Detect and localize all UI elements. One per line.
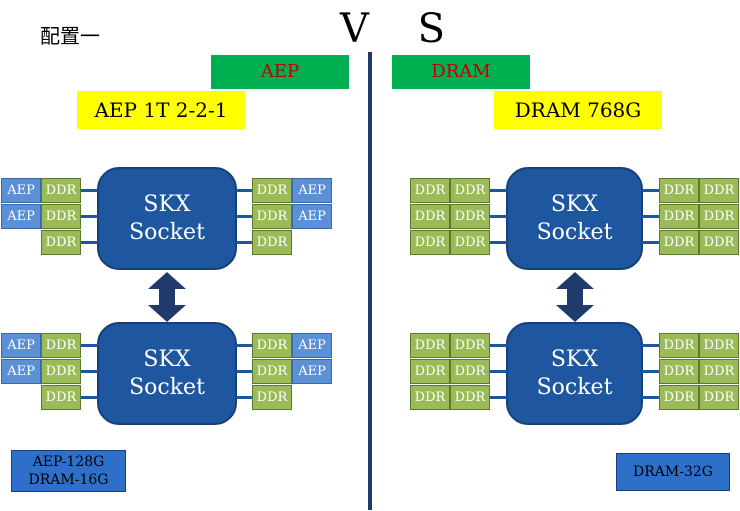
skx-socket: SKX Socket [506,167,643,270]
aep-module: AEP [1,178,41,203]
ddr-module: DDR [450,204,490,229]
ddr-module: DDR [41,385,81,410]
aep-capacity-note: AEP-128G DRAM-16G [11,450,126,492]
ddr-module: DDR [699,230,739,255]
memory-channel-line [81,370,98,373]
aep-module: AEP [292,204,332,229]
ddr-module: DDR [252,178,292,203]
aep-module: AEP [292,333,332,358]
memory-channel-line [490,370,507,373]
socket-line2: Socket [536,219,613,245]
memory-channel-line [81,215,98,218]
note-line: DRAM-32G [633,464,713,480]
dram-tag: DRAM [392,55,530,89]
memory-channel-line [236,241,252,244]
memory-channel-line [81,344,98,347]
ddr-module: DDR [410,178,450,203]
center-divider [368,52,372,510]
memory-channel-line [642,189,659,192]
ddr-module: DDR [450,333,490,358]
ddr-module: DDR [41,178,81,203]
socket-line1: SKX [143,346,191,372]
ddr-module: DDR [659,230,699,255]
ddr-module: DDR [450,178,490,203]
ddr-module: DDR [410,204,450,229]
aep-tag: AEP [211,55,349,89]
ddr-module: DDR [252,359,292,384]
socket-line1: SKX [550,191,599,217]
ddr-module: DDR [450,359,490,384]
ddr-module: DDR [699,333,739,358]
ddr-module: DDR [659,359,699,384]
ddr-module: DDR [41,359,81,384]
socket-line2: Socket [129,374,205,400]
memory-channel-line [642,215,659,218]
ddr-module: DDR [699,359,739,384]
socket-line2: Socket [129,219,205,245]
memory-channel-line [490,241,507,244]
config-label: 配置一 [40,24,100,48]
memory-channel-line [642,396,659,399]
ddr-module: DDR [410,230,450,255]
skx-socket: SKX Socket [97,167,237,270]
memory-channel-line [642,344,659,347]
ddr-module: DDR [410,359,450,384]
memory-channel-line [236,344,252,347]
memory-channel-line [236,189,252,192]
ddr-module: DDR [659,333,699,358]
ddr-module: DDR [410,385,450,410]
socket-line1: SKX [143,191,191,217]
ddr-module: DDR [252,204,292,229]
aep-module: AEP [1,204,41,229]
memory-channel-line [642,370,659,373]
ddr-module: DDR [659,204,699,229]
upi-link-arrow [148,272,186,322]
ddr-module: DDR [659,385,699,410]
ddr-module: DDR [659,178,699,203]
vs-label: V S [340,6,464,52]
memory-channel-line [490,215,507,218]
memory-channel-line [490,396,507,399]
memory-channel-line [642,241,659,244]
skx-socket: SKX Socket [506,322,643,425]
note-line: AEP-128G [32,454,105,470]
ddr-module: DDR [41,204,81,229]
aep-module: AEP [292,178,332,203]
memory-channel-line [490,344,507,347]
ddr-module: DDR [450,385,490,410]
memory-channel-line [81,241,98,244]
aep-module: AEP [1,359,41,384]
memory-channel-line [236,215,252,218]
memory-channel-line [81,189,98,192]
dram-config-title: DRAM 768G [494,91,662,129]
upi-link-arrow [556,272,594,322]
ddr-module: DDR [699,204,739,229]
note-line: DRAM-16G [28,472,109,488]
aep-module: AEP [1,333,41,358]
skx-socket: SKX Socket [97,322,237,425]
memory-channel-line [490,189,507,192]
socket-line2: Socket [536,374,613,400]
ddr-module: DDR [41,333,81,358]
memory-channel-line [236,370,252,373]
ddr-module: DDR [410,333,450,358]
ddr-module: DDR [252,230,292,255]
memory-channel-line [236,396,252,399]
aep-module: AEP [292,359,332,384]
ddr-module: DDR [450,230,490,255]
ddr-module: DDR [252,385,292,410]
socket-line1: SKX [550,346,599,372]
ddr-module: DDR [41,230,81,255]
aep-config-title: AEP 1T 2-2-1 [77,91,245,129]
ddr-module: DDR [699,385,739,410]
ddr-module: DDR [699,178,739,203]
ddr-module: DDR [252,333,292,358]
memory-channel-line [81,396,98,399]
dram-capacity-note: DRAM-32G [616,453,730,491]
